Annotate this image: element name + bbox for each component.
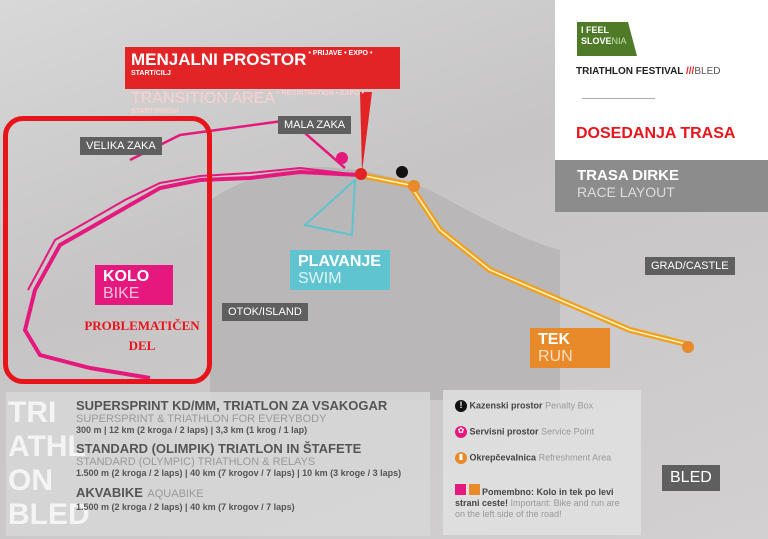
transition-title: MENJALNI PROSTOR [131, 50, 307, 69]
race-details: 300 m | 12 km (2 kroga / 2 laps) | 3,3 k… [76, 425, 308, 435]
watermark-line: TRI [8, 396, 57, 429]
gear-icon: ✿ [455, 426, 467, 438]
race-title: STANDARD (OLIMPIK) TRIATLON IN ŠTAFETE [76, 441, 362, 456]
race-subtitle: SUPERSPRINT & TRIATHLON FOR EVERYBODY [76, 413, 327, 425]
race-subtitle: STANDARD (OLYMPIC) TRIATHLON & RELAYS [76, 456, 316, 468]
race-item: AKVABIKE AQUABIKE 1.500 m (2 kroga / 2 la… [76, 484, 401, 512]
exclamation-icon [396, 166, 408, 178]
layout-en: RACE LAYOUT [577, 184, 675, 200]
exclamation-icon: ! [455, 400, 467, 412]
race-details: 1.500 m (2 kroga / 2 laps) | 40 km (7 kr… [76, 502, 295, 512]
note-bold: Pomembno: Kolo in tek po levi strani ces… [455, 487, 614, 508]
legend-bold: Servisni prostor [469, 426, 539, 437]
bike-label-en: BIKE [103, 285, 140, 302]
race-details: 1.500 m (2 kroga / 2 laps) | 40 km (7 kr… [76, 468, 402, 478]
note: Pomembno: Kolo in tek po levi strani ces… [455, 484, 620, 520]
race-layout-header: TRASA DIRKE RACE LAYOUT [555, 160, 768, 212]
place-otok: OTOK/ISLAND [222, 303, 308, 321]
festival-name: TRIATHLON FESTIVAL ///BLED [576, 66, 721, 77]
swim-course [302, 177, 357, 237]
bike-route-return [27, 166, 361, 291]
run-label-sl: TEK [538, 331, 570, 348]
legend-item: ▮ Okrepčevalnica Refreshment Area [455, 452, 611, 464]
transition-area-label: MENJALNI PROSTOR• PRIJAVE • EXPO • START… [125, 47, 400, 115]
cup-icon: ▮ [455, 452, 467, 464]
layout-sl: TRASA DIRKE [577, 167, 679, 184]
place-bled: BLED [662, 465, 720, 491]
cup-icon [682, 341, 694, 353]
gear-icon [336, 152, 348, 164]
swim-label-sl: PLAVANJE [298, 253, 381, 270]
watermark-line: ATHL [8, 430, 86, 463]
logo-light: NIA [611, 36, 627, 46]
transition-marker [355, 168, 367, 180]
problem-annotation: PROBLEMATIČEN DEL [84, 318, 200, 353]
cup-icon [408, 180, 420, 192]
place-velika-zaka: VELIKA ZAKA [80, 137, 162, 155]
legend: ! Kazenski prostor Penalty Box ✿ Servisn… [443, 390, 641, 535]
transition-title-extra: • PRIJAVE • EXPO • START/CILJ [131, 50, 373, 77]
bike-label-sl: KOLO [103, 268, 150, 285]
legend-item: ! Kazenski prostor Penalty Box [455, 400, 593, 412]
legend-light: Refreshment Area [538, 452, 612, 463]
transition-subtitle-extra: • REGISTRATION • EXPO • START/FINISH [131, 90, 364, 115]
place-mala-zaka: MALA ZAKA [278, 116, 352, 134]
race-title: SUPERSPRINT KD/MM, TRIATLON ZA VSAKOGAR [76, 398, 388, 413]
note-light: Important: Bike and run are on the left … [455, 498, 620, 519]
race-title: AKVABIKE [76, 485, 143, 500]
legend-light: Service Point [541, 426, 595, 437]
swim-label-en: SWIM [298, 270, 342, 287]
legend-bold: Kazenski prostor [469, 400, 543, 411]
legend-light: Penalty Box [545, 400, 594, 411]
transition-subtitle: TRANSITION AREA [131, 90, 276, 107]
problem-area-highlight [3, 116, 212, 384]
watermark-line: BLED [8, 498, 90, 531]
bike-route [22, 169, 361, 380]
divider [582, 98, 655, 99]
bike-color-swatch [455, 484, 466, 495]
logo-bold: SLOVE [581, 36, 612, 46]
place-grad: GRAD/CASTLE [645, 257, 735, 275]
watermark-line: ON [8, 464, 53, 497]
legend-item: ✿ Servisni prostor Service Point [455, 426, 594, 438]
legend-bold: Okrepčevalnica [469, 452, 537, 463]
logo-line1: I FEEL [581, 25, 610, 35]
festival-title: TRIATHLON FESTIVAL [576, 66, 684, 77]
festival-place: BLED [694, 66, 721, 77]
run-label-en: RUN [538, 348, 573, 365]
race-subtitle: AQUABIKE [147, 488, 204, 500]
transition-pointer [360, 92, 372, 172]
previous-route-label: DOSEDANJA TRASA [576, 125, 736, 142]
run-color-swatch [468, 484, 480, 495]
